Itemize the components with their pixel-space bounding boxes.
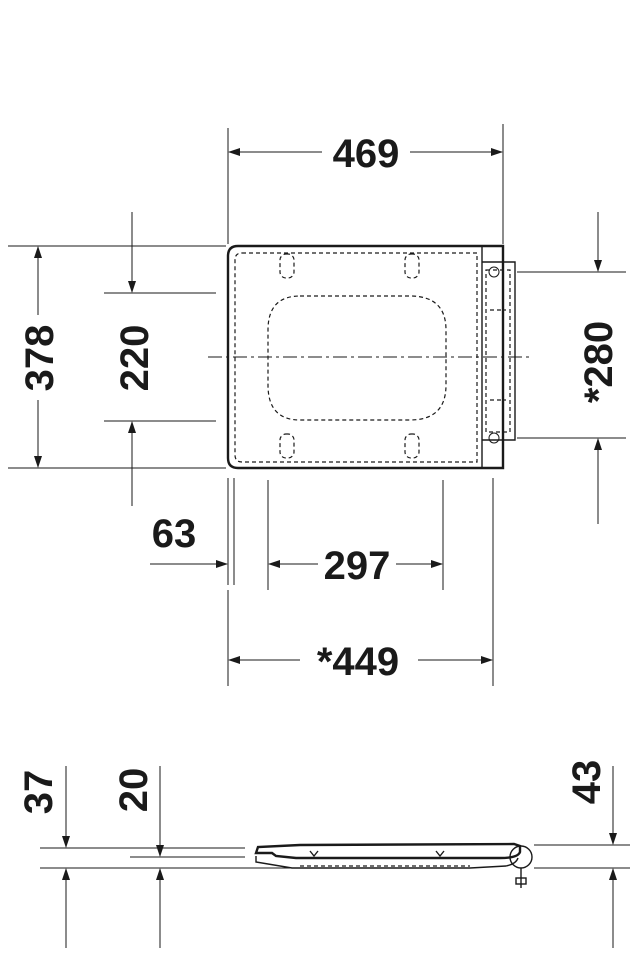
- seat-opening-dashed: [267, 295, 447, 421]
- dim-63-label: 63: [152, 512, 197, 556]
- dim-220-label: 220: [113, 325, 157, 392]
- top-view: 469 378 220 *280 63 297 *: [8, 124, 626, 686]
- seat-inner-dashed-outline: [234, 252, 478, 463]
- dim-37-label: 37: [17, 770, 61, 815]
- side-view: 37 20 43: [17, 760, 630, 948]
- bumper-bottom-right: [404, 433, 420, 459]
- seat-profile-lower: [255, 856, 519, 869]
- dim-297-label: 297: [324, 544, 391, 588]
- bumper-bottom-left: [279, 433, 295, 459]
- dim-43-label: 43: [565, 760, 609, 805]
- dim-20-label: 20: [112, 768, 156, 813]
- dim-280-label: *280: [577, 321, 621, 403]
- bumper-top-right: [404, 253, 420, 279]
- seat-outline: [226, 244, 505, 470]
- bumper-top-left: [279, 253, 295, 279]
- dim-469-label: 469: [333, 132, 400, 176]
- side-hinge-nut: [515, 877, 527, 885]
- dim-378-label: 378: [18, 325, 62, 392]
- seat-profile: [254, 842, 522, 860]
- side-bumper-marks: [309, 850, 445, 858]
- hinge-detail: [485, 269, 511, 433]
- hinge-screw-bottom: [488, 432, 500, 444]
- hinge-screw-top: [488, 266, 500, 278]
- dim-449-label: *449: [317, 640, 399, 684]
